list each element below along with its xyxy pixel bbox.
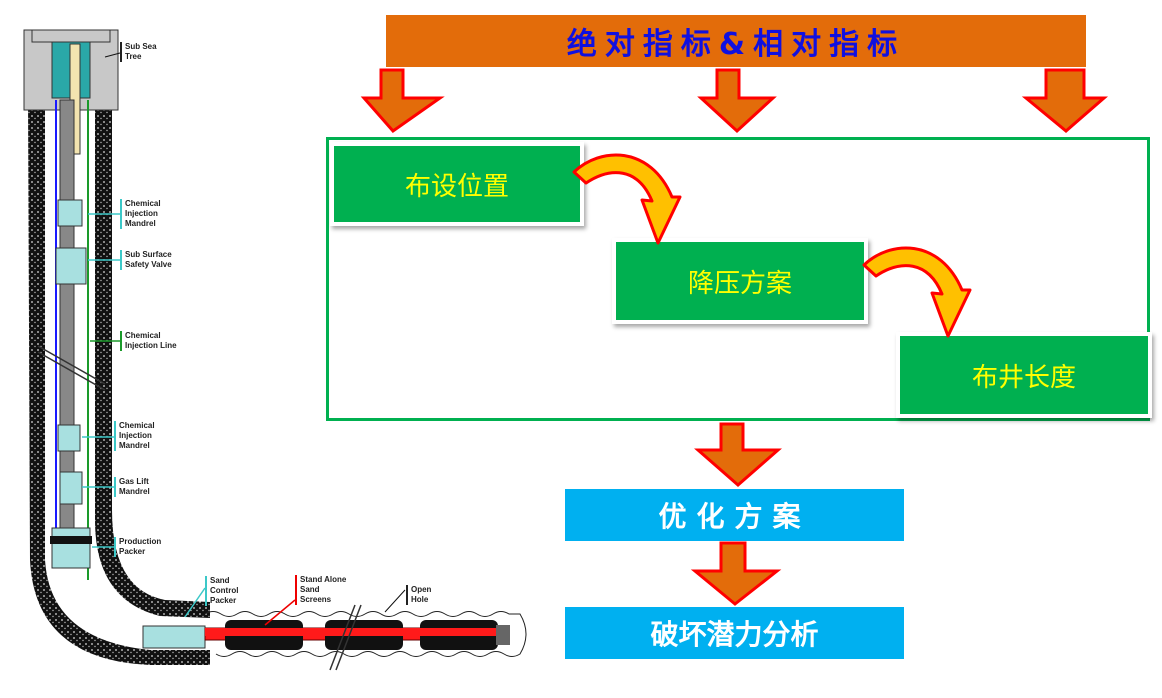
down-arrow-icon — [1021, 68, 1109, 133]
label-line: Chemical — [125, 331, 161, 340]
label-line: Chemical — [125, 199, 161, 208]
label-line: Open — [411, 585, 432, 594]
label-chemical-injection-mandrel-lower: Chemical Injection Mandrel — [114, 421, 155, 451]
label-subsea-tree: Sub Sea Tree — [120, 42, 157, 62]
label-line: Gas Lift — [119, 477, 149, 486]
label-line: Screens — [300, 595, 332, 604]
label-line: Packer — [119, 547, 146, 556]
label-line: Sand — [300, 585, 320, 594]
label-chemical-injection-line: Chemical Injection Line — [120, 331, 177, 351]
step-label: 布井长度 — [971, 362, 1076, 393]
label-line: Sand — [210, 576, 230, 585]
label-line: Control — [210, 586, 239, 595]
label-line: Injection — [119, 431, 152, 440]
failure-potential-analysis-box: 破坏潜力分析 — [565, 607, 904, 659]
factors-frame — [326, 137, 1150, 421]
label-line: Stand Alone — [300, 575, 347, 584]
label-stand-alone-sand-screens: Stand Alone Sand Screens — [295, 575, 346, 605]
label-line: Hole — [411, 595, 429, 604]
label-chemical-injection-mandrel-upper: Chemical Injection Mandrel — [120, 199, 161, 229]
result-label: 优化方案 — [658, 500, 811, 533]
formation-right — [95, 95, 210, 618]
label-line: Sub Sea — [125, 42, 157, 51]
label-line: Safety Valve — [125, 260, 172, 269]
label-line: Tree — [125, 52, 142, 61]
step-depressurization-plan: 降压方案 — [612, 238, 868, 324]
formation-left — [28, 95, 210, 665]
down-arrow-icon — [360, 68, 445, 134]
well-completion-diagram: Sub Sea Tree Chemical Injection Mandrel … — [0, 0, 560, 694]
result-label: 破坏潜力分析 — [650, 618, 819, 651]
label-subsurface-safety-valve: Sub Surface Safety Valve — [120, 250, 172, 270]
label-line: Mandrel — [125, 219, 156, 228]
header-title: 绝对指标&相对指标 — [566, 27, 906, 62]
step-layout-position: 布设位置 — [330, 142, 584, 226]
label-gas-lift-mandrel: Gas Lift Mandrel — [114, 477, 150, 497]
open-hole-outline — [204, 611, 527, 657]
step-well-length: 布井长度 — [896, 332, 1152, 418]
sand-control-packer-body — [142, 625, 206, 649]
label-line: Chemical — [119, 421, 155, 430]
header-banner: 绝对指标&相对指标 — [386, 15, 1086, 67]
label-line: Production — [119, 537, 162, 546]
well-schematic — [23, 29, 527, 671]
step-label: 布设位置 — [404, 171, 509, 202]
label-line: Sub Surface — [125, 250, 172, 259]
label-line: Packer — [210, 596, 237, 605]
label-line: Injection Line — [125, 341, 177, 350]
down-arrow-icon — [690, 541, 782, 606]
step-label: 降压方案 — [687, 268, 792, 299]
label-production-packer: Production Packer — [114, 537, 161, 557]
curved-arrow-icon — [572, 153, 682, 245]
label-open-hole: Open Hole — [406, 585, 431, 605]
down-arrow-icon — [697, 68, 777, 134]
down-arrow-icon — [694, 422, 782, 487]
curved-arrow-icon — [862, 246, 972, 338]
label-sand-control-packer: Sand Control Packer — [205, 576, 238, 606]
label-line: Mandrel — [119, 441, 150, 450]
optimized-plan-box: 优化方案 — [565, 489, 904, 541]
label-line: Injection — [125, 209, 158, 218]
label-line: Mandrel — [119, 487, 150, 496]
